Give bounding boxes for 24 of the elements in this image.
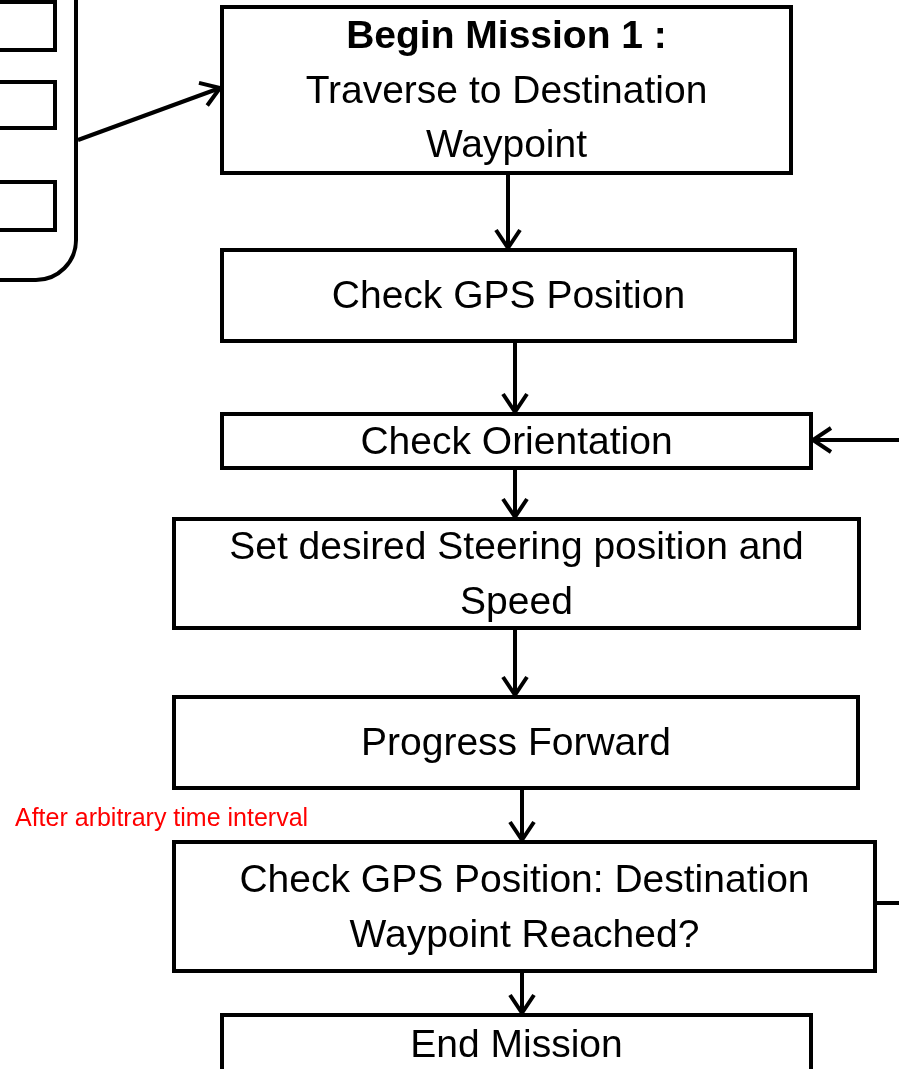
process-box <box>172 517 861 630</box>
box-text: Check GPS Position <box>331 272 686 319</box>
process-box <box>220 5 793 175</box>
process-box <box>172 840 877 973</box>
note-text: After arbitrary time interval <box>15 803 309 832</box>
arrow <box>501 343 529 414</box>
box-text: End Mission <box>410 1020 623 1067</box>
process-box <box>220 248 797 343</box>
arrow <box>508 973 536 1015</box>
arrow <box>77 80 222 142</box>
box-text: Progress Forward <box>361 719 671 766</box>
box-text: Check Orientation <box>360 417 673 464</box>
box-heading: Begin Mission 1 : <box>346 12 667 59</box>
process-box <box>220 412 813 470</box>
arrow <box>494 175 522 250</box>
arrow <box>501 630 529 697</box>
arrow <box>501 470 529 519</box>
box-text: Traverse to Destination Waypoint <box>304 66 709 168</box>
arrow <box>811 426 899 905</box>
box-text: Check GPS Position: Destination Waypoint Reached? <box>238 855 811 957</box>
process-box <box>220 1013 813 1069</box>
box-text: Set desired Steering position and Speed <box>228 522 805 624</box>
process-box <box>172 695 860 790</box>
arrow <box>508 790 536 842</box>
